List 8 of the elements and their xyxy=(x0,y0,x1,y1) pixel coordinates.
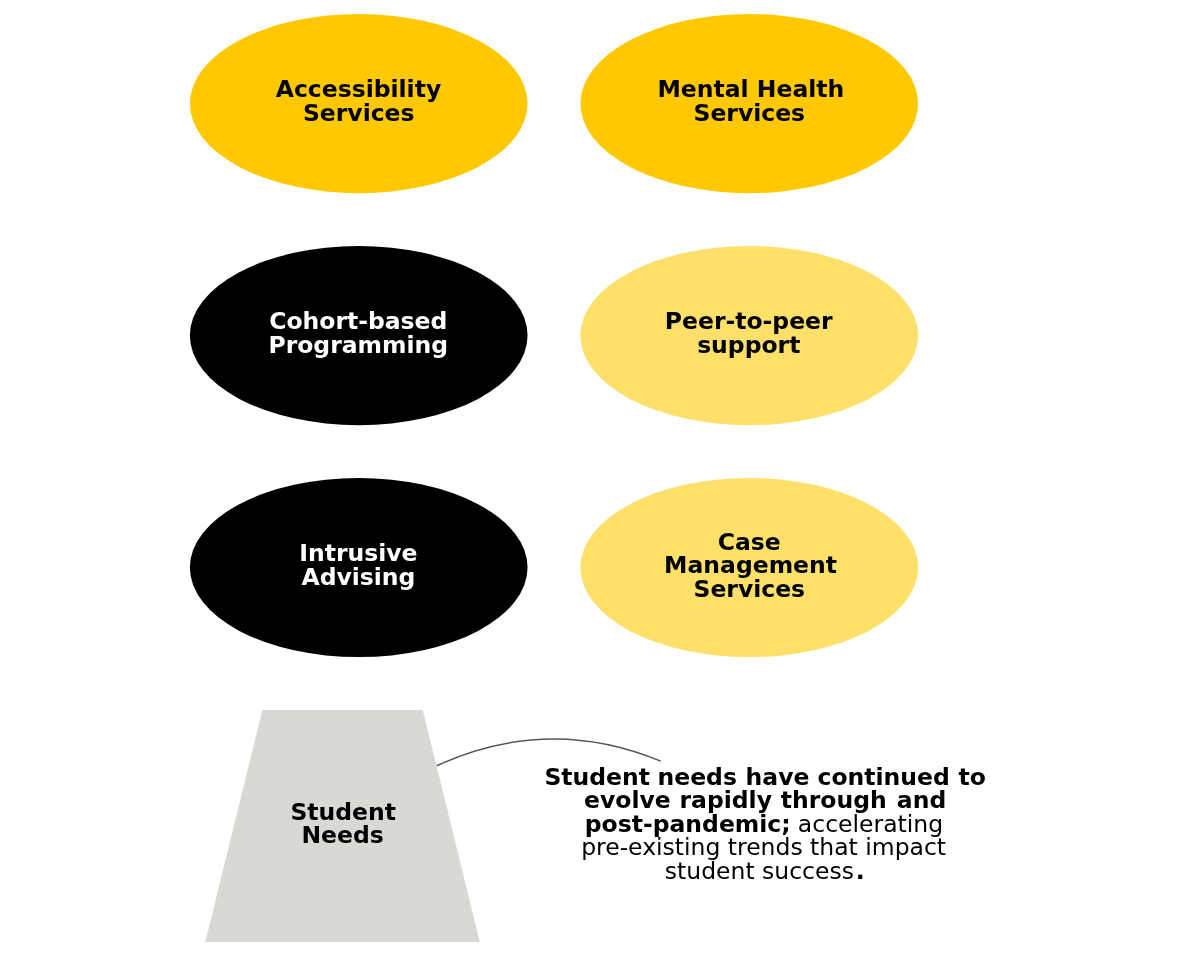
node-ellipse: Case Management Services xyxy=(579,478,918,658)
node-ellipse: Intrusive Advising xyxy=(189,478,528,658)
node-ellipse: Cohort-based Programming xyxy=(189,246,528,426)
node-ellipse: Mental Health Services xyxy=(579,14,918,194)
node-ellipse: Accessibility Services xyxy=(189,14,528,194)
node-ellipse: Peer-to-peer support xyxy=(579,246,918,426)
connector xyxy=(435,738,661,767)
node-text: Student needs have continued to evolve rapidly through and post-pandemic; accelerating pre-existing trends that impact student success. xyxy=(543,762,986,885)
